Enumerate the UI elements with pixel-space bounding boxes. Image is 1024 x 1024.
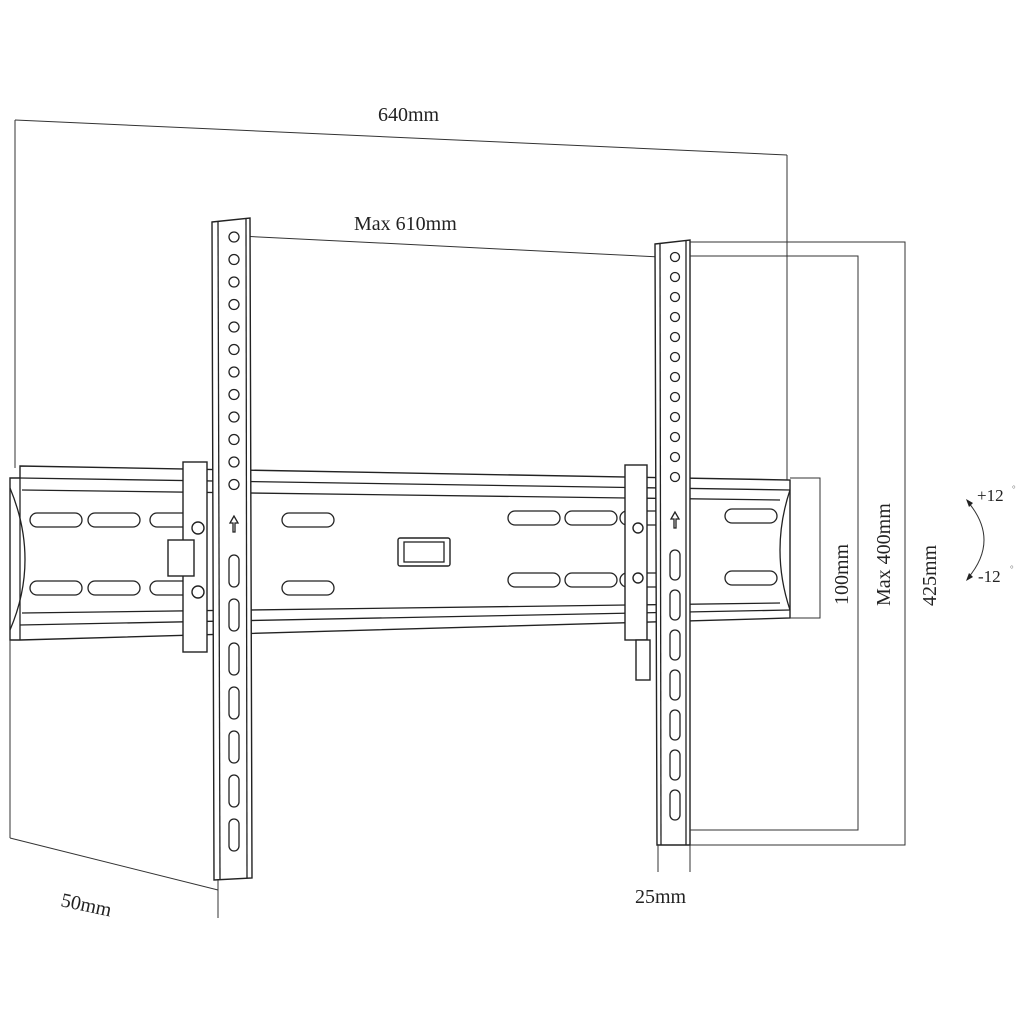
bracket-hole — [228, 276, 240, 288]
bracket-hole — [669, 431, 681, 443]
dim-425 — [690, 241, 906, 846]
bracket-hole — [669, 371, 681, 383]
dim-640 — [14, 119, 788, 480]
label-640: 640mm — [378, 104, 440, 126]
bracket-slot — [228, 686, 240, 720]
bracket-hole — [228, 253, 240, 266]
mounting-slot — [281, 580, 335, 596]
arrow-up-icon — [669, 510, 681, 529]
bracket-hole — [669, 251, 681, 263]
bracket-hole — [228, 321, 240, 333]
label-tilt-up: +12 — [977, 486, 1004, 505]
mounting-slot — [507, 510, 561, 526]
bracket-slot — [228, 818, 240, 852]
left-bracket — [167, 217, 253, 881]
bracket-slot — [669, 629, 681, 661]
bracket-slot — [228, 774, 240, 808]
bracket-hole — [669, 331, 681, 343]
bracket-slot — [669, 589, 681, 621]
bracket-slot — [669, 669, 681, 701]
bracket-slot — [228, 730, 240, 764]
bracket-hole — [669, 271, 681, 283]
right-bracket — [624, 239, 691, 846]
bracket-slot — [228, 598, 240, 632]
bracket-hole — [228, 388, 240, 401]
dim-50 — [9, 640, 219, 918]
dim-610-line — [239, 235, 681, 259]
label-400: Max 400mm — [873, 503, 895, 606]
arrow-up-icon — [228, 514, 240, 533]
bracket-hole — [228, 343, 240, 356]
bracket-hole — [669, 471, 681, 483]
mounting-slot — [87, 512, 141, 528]
bracket-hole — [669, 411, 681, 423]
bracket-hole — [228, 298, 240, 311]
bracket-hole — [669, 291, 681, 303]
bracket-hole — [669, 351, 681, 363]
bracket-slot — [669, 709, 681, 741]
bracket-hole — [669, 451, 681, 463]
bracket-hole — [228, 231, 240, 243]
label-425: 425mm — [919, 544, 941, 606]
tilt-arc-icon — [966, 499, 985, 581]
bracket-hole — [228, 456, 240, 468]
dim-25 — [657, 845, 691, 872]
bracket-hole — [669, 311, 681, 323]
mounting-slot — [29, 512, 83, 528]
mounting-slot — [564, 510, 618, 526]
bracket-hole — [228, 366, 240, 378]
bracket-hole — [228, 478, 240, 491]
mounting-slot — [507, 572, 561, 588]
bracket-slot — [228, 554, 240, 588]
bracket-slot — [669, 549, 681, 581]
dim-400 — [690, 255, 859, 831]
mounting-slot — [281, 512, 335, 528]
mounting-slot — [29, 580, 83, 596]
label-50: 50mm — [59, 889, 114, 921]
dim-100 — [790, 477, 821, 619]
bracket-hole — [228, 411, 240, 423]
mounting-slot — [724, 508, 778, 524]
mounting-slot — [87, 580, 141, 596]
label-100: 100mm — [831, 543, 853, 605]
mounting-slot — [724, 570, 778, 586]
bracket-hole — [669, 391, 681, 403]
bracket-slot — [669, 749, 681, 781]
degree-down: ° — [1010, 564, 1014, 574]
mounting-slot — [564, 572, 618, 588]
degree-up: ° — [1012, 484, 1016, 494]
label-610: Max 610mm — [354, 213, 457, 235]
bracket-hole — [228, 433, 240, 446]
bracket-slot — [669, 789, 681, 821]
bracket-slot — [228, 642, 240, 676]
label-tilt-down: -12 — [978, 567, 1001, 586]
label-25: 25mm — [635, 886, 687, 908]
center-lock — [397, 537, 451, 567]
